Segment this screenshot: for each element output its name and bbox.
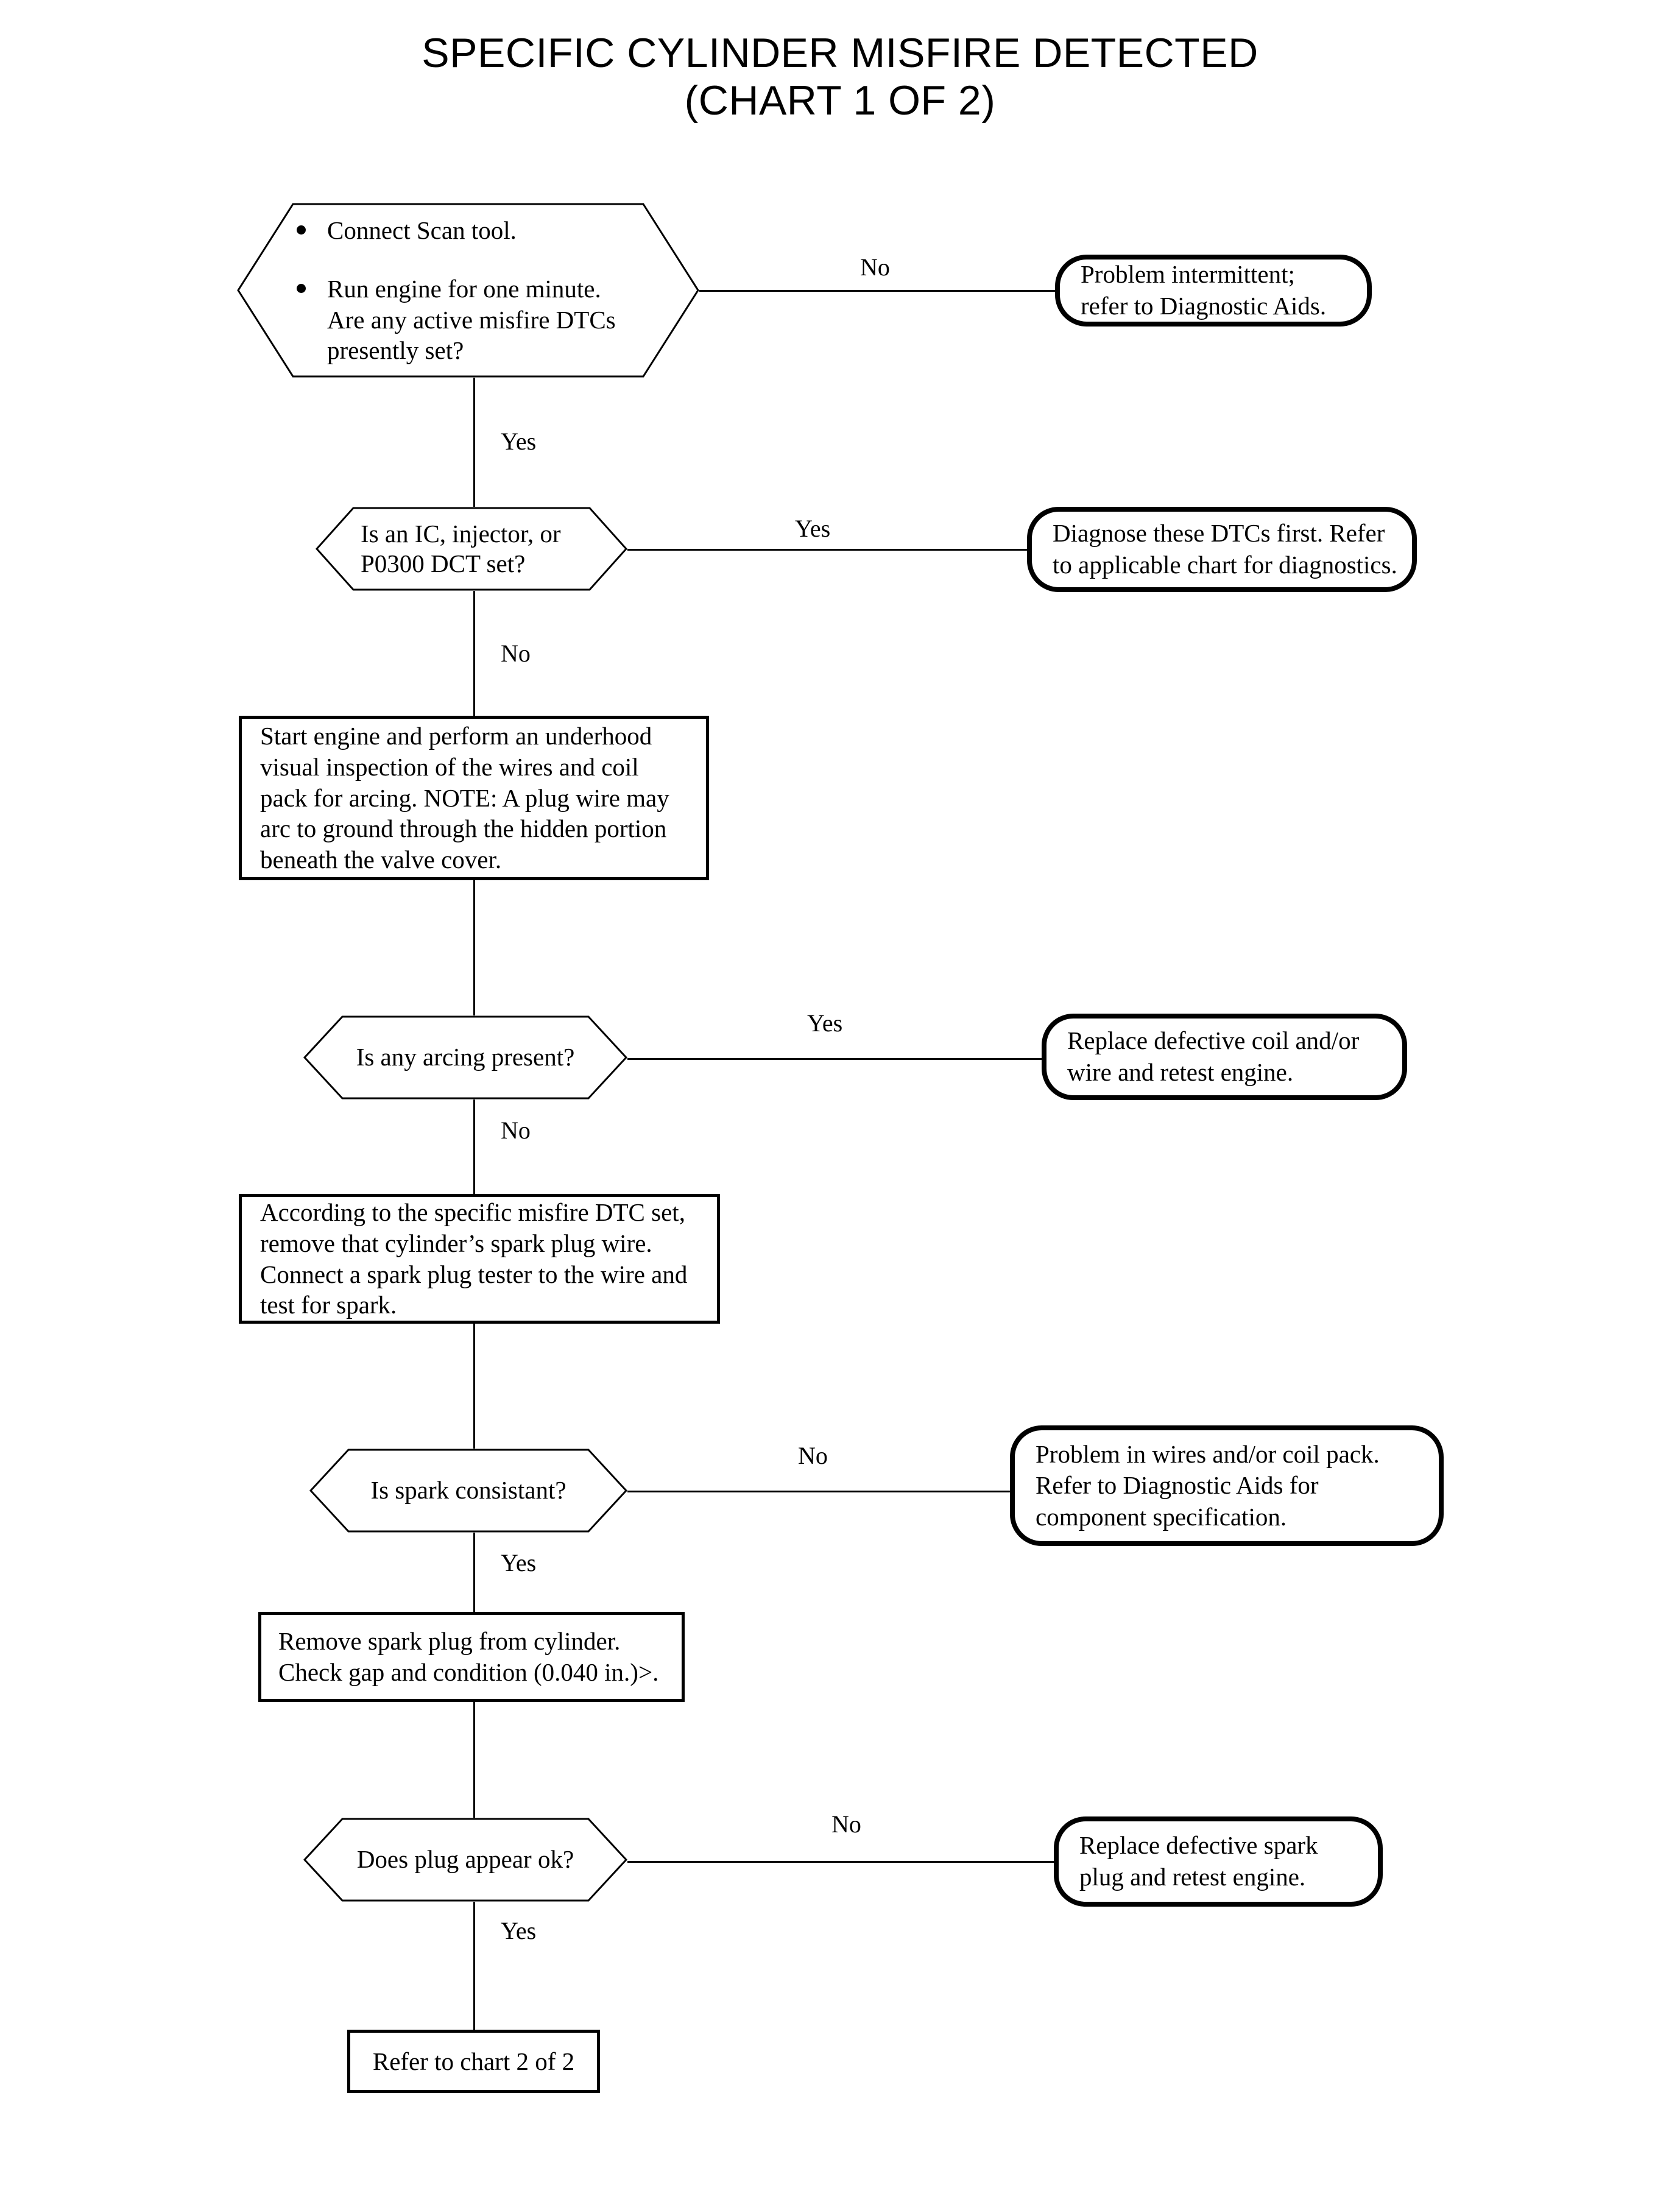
- page-title-line-2: (CHART 1 OF 2): [684, 77, 996, 124]
- decision-5-line-1: Does plug appear ok?: [356, 1845, 574, 1874]
- connector-p2-to-d4: [473, 1324, 475, 1449]
- edge-label-d3-yes: Yes: [807, 1009, 843, 1037]
- terminator-2-line-2: to applicable chart for diagnostics.: [1053, 551, 1397, 579]
- process-3-line-1: Remove spark plug from cylinder.: [278, 1627, 621, 1656]
- terminator-replace-coil-wire[interactable]: Replace defective coil and/or wire and r…: [1042, 1014, 1407, 1100]
- hexagon-outline: [303, 1015, 627, 1100]
- edge-label-d4-no: No: [798, 1442, 828, 1469]
- page-title: SPECIFIC CYLINDER MISFIRE DETECTED (CHAR…: [0, 29, 1680, 124]
- process-4-line-1: Refer to chart 2 of 2: [372, 2047, 575, 2075]
- process-1-line-3: pack for arcing. NOTE: A plug wire may: [260, 783, 669, 812]
- edge-label-d5-no: No: [831, 1810, 861, 1838]
- process-3-line-2: Check gap and condition (0.040 in.)>.: [278, 1658, 659, 1686]
- process-2-line-1: According to the specific misfire DTC se…: [260, 1198, 685, 1226]
- process-visual-inspection[interactable]: Start engine and perform an underhood vi…: [239, 716, 709, 880]
- process-1-line-1: Start engine and perform an underhood: [260, 721, 652, 750]
- connector-d1-to-d2: [473, 378, 475, 507]
- terminator-2-line-1: Diagnose these DTCs first. Refer: [1053, 519, 1385, 548]
- terminator-4-line-3: component specification.: [1036, 1502, 1287, 1531]
- decision-2-line-1: Is an IC, injector, or: [361, 519, 561, 548]
- bullet-dot-icon: [297, 225, 306, 235]
- edge-label-d1-yes: Yes: [501, 428, 537, 455]
- decision-plug-appear-ok[interactable]: Does plug appear ok?: [303, 1818, 627, 1902]
- connector-d3-to-p2: [473, 1100, 475, 1194]
- edge-label-d3-no: No: [501, 1117, 531, 1144]
- terminator-5-line-2: plug and retest engine.: [1079, 1863, 1306, 1891]
- edge-label-d4-yes: Yes: [501, 1549, 537, 1576]
- decision-spark-consistant[interactable]: Is spark consistant?: [309, 1449, 627, 1533]
- process-1-line-5: beneath the valve cover.: [260, 846, 502, 874]
- decision-1-bullet-2-line-1: Run engine for one minute.: [327, 275, 601, 303]
- connector-d2-to-t2: [627, 549, 1027, 551]
- hexagon-outline: [316, 507, 627, 591]
- process-2-line-3: Connect a spark plug tester to the wire …: [260, 1260, 688, 1288]
- edge-label-d2-no: No: [501, 640, 531, 667]
- bullet-dot-icon: [297, 284, 306, 294]
- list-item: Connect Scan tool.: [283, 215, 616, 245]
- terminator-problem-wires-coil-pack[interactable]: Problem in wires and/or coil pack. Refer…: [1010, 1425, 1444, 1546]
- connector-p3-to-d5: [473, 1702, 475, 1818]
- edge-label-d5-yes: Yes: [501, 1917, 537, 1944]
- list-item: Run engine for one minute. Are any activ…: [283, 274, 616, 365]
- decision-ic-injector-p0300[interactable]: Is an IC, injector, or P0300 DCT set?: [316, 507, 627, 591]
- process-2-line-2: remove that cylinder’s spark plug wire.: [260, 1229, 652, 1257]
- connector-d1-to-t1: [699, 290, 1055, 292]
- connector-p1-to-d3: [473, 880, 475, 1015]
- decision-1-bullet-2-line-2: Are any active misfire DTCs: [327, 305, 616, 334]
- terminator-4-line-1: Problem in wires and/or coil pack.: [1036, 1439, 1380, 1468]
- process-1-line-2: visual inspection of the wires and coil: [260, 752, 639, 781]
- hexagon-outline: [309, 1449, 627, 1533]
- decision-1-bullet-1: Connect Scan tool.: [327, 216, 517, 245]
- decision-2-line-2: P0300 DCT set?: [361, 549, 526, 577]
- terminator-4-line-2: Refer to Diagnostic Aids for: [1036, 1471, 1319, 1500]
- decision-1-bullet-2-line-3: presently set?: [327, 336, 464, 364]
- process-spark-plug-tester[interactable]: According to the specific misfire DTC se…: [239, 1194, 720, 1324]
- decision-active-misfire-dtcs[interactable]: Connect Scan tool. Run engine for one mi…: [237, 203, 699, 378]
- hexagon-outline: [237, 203, 699, 378]
- process-refer-chart-2[interactable]: Refer to chart 2 of 2: [347, 2030, 600, 2093]
- terminator-1-line-1: Problem intermittent;: [1081, 260, 1295, 289]
- connector-d5-to-t5: [627, 1861, 1054, 1863]
- connector-d2-to-p1: [473, 591, 475, 716]
- process-1-line-4: arc to ground through the hidden portion: [260, 814, 667, 843]
- decision-1-bullet-list: Connect Scan tool. Run engine for one mi…: [283, 215, 616, 365]
- decision-arcing-present[interactable]: Is any arcing present?: [303, 1015, 627, 1100]
- terminator-3-line-2: wire and retest engine.: [1067, 1058, 1294, 1086]
- connector-d4-to-t4: [627, 1491, 1010, 1492]
- hexagon-outline: [303, 1818, 627, 1902]
- connector-d3-to-t3: [627, 1058, 1042, 1060]
- process-check-plug-gap[interactable]: Remove spark plug from cylinder. Check g…: [258, 1612, 685, 1702]
- edge-label-d1-no: No: [860, 253, 890, 281]
- terminator-5-line-1: Replace defective spark: [1079, 1831, 1318, 1860]
- terminator-replace-spark-plug[interactable]: Replace defective spark plug and retest …: [1054, 1816, 1383, 1907]
- edge-label-d2-yes: Yes: [795, 515, 831, 542]
- terminator-diagnose-dtcs-first[interactable]: Diagnose these DTCs first. Refer to appl…: [1027, 507, 1417, 592]
- connector-d4-to-p3: [473, 1533, 475, 1612]
- decision-4-line-1: Is spark consistant?: [370, 1476, 566, 1505]
- terminator-problem-intermittent[interactable]: Problem intermittent; refer to Diagnosti…: [1055, 255, 1372, 327]
- connector-d5-to-p4: [473, 1902, 475, 2030]
- terminator-1-line-2: refer to Diagnostic Aids.: [1081, 292, 1327, 320]
- process-2-line-4: test for spark.: [260, 1291, 397, 1319]
- page-title-line-1: SPECIFIC CYLINDER MISFIRE DETECTED: [422, 30, 1258, 76]
- terminator-3-line-1: Replace defective coil and/or: [1067, 1026, 1360, 1055]
- decision-3-line-1: Is any arcing present?: [356, 1043, 575, 1071]
